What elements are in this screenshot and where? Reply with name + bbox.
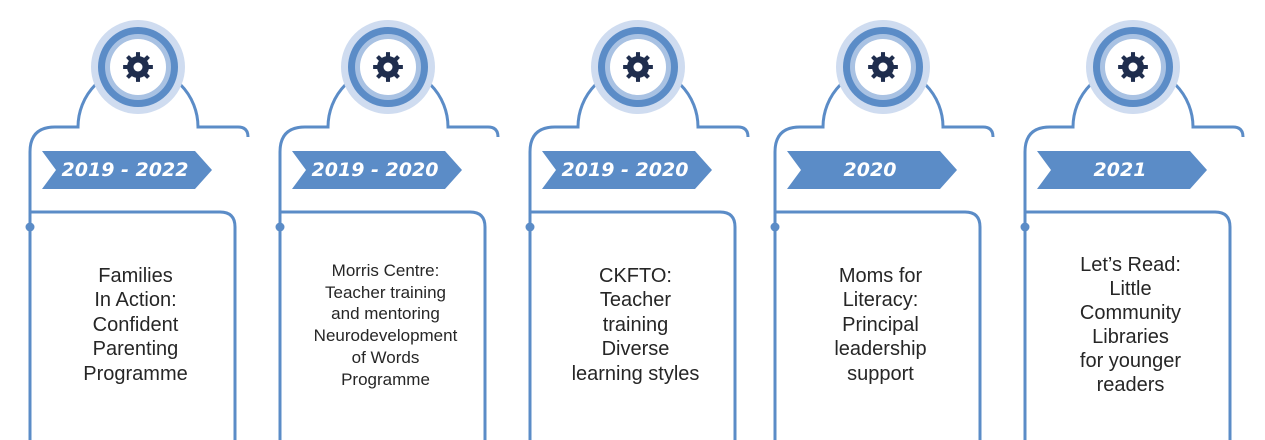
connector-dot: [275, 222, 285, 232]
year-label: 2019 - 2020: [311, 159, 439, 181]
connector-dot: [770, 222, 780, 232]
year-banner: [1037, 151, 1207, 189]
connector-dot: [525, 222, 535, 232]
year-banner: [292, 151, 462, 189]
timeline-item-frame: [1020, 20, 1245, 440]
year-banner: [787, 151, 957, 189]
gear-icon: [868, 52, 898, 82]
gear-icon: [123, 52, 153, 82]
timeline-item-frame: [770, 20, 995, 440]
timeline-item-frame: [275, 20, 500, 440]
description-bracket: [530, 210, 737, 440]
description-bracket: [775, 210, 982, 440]
description-text: Let’s Read: Little Community Libraries f…: [1079, 254, 1182, 396]
gear-icon: [373, 52, 403, 82]
description-text: Families In Action: Confident Parenting …: [83, 265, 188, 385]
connector-dot: [1020, 222, 1030, 232]
year-banner: [542, 151, 712, 189]
description-text: Morris Centre: Teacher training and ment…: [313, 260, 458, 389]
description-bracket: [1025, 210, 1232, 440]
description-bracket: [30, 210, 237, 440]
timeline-item-frame: [25, 20, 250, 440]
gear-icon: [623, 52, 653, 82]
year-label: 2019 - 2022: [61, 159, 189, 181]
description-bracket: [280, 210, 487, 440]
gear-icon: [1118, 52, 1148, 82]
description-text: Moms for Literacy: Principal leadership …: [834, 265, 927, 385]
year-label: 2020: [843, 159, 897, 181]
timeline-item-frame: [525, 20, 750, 440]
year-banner: [42, 151, 212, 189]
year-label: 2021: [1093, 159, 1147, 181]
description-text: CKFTO: Teacher training Diverse learning…: [571, 265, 700, 385]
year-label: 2019 - 2020: [561, 159, 689, 181]
connector-dot: [25, 222, 35, 232]
